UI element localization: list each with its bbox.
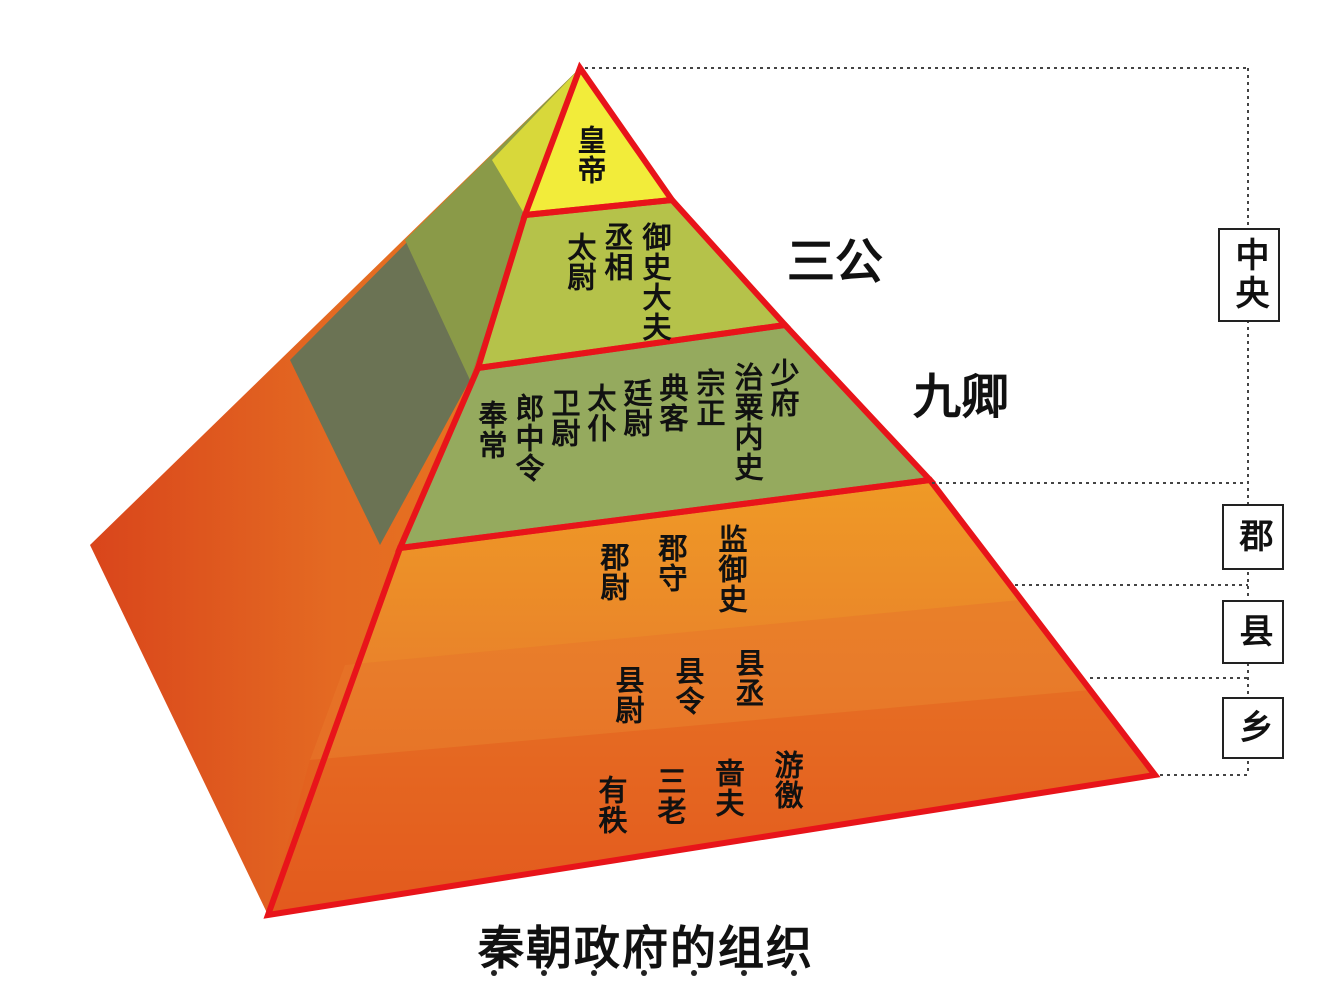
office-xiancheng: 县丞	[731, 648, 765, 708]
label-jiu-qing: 九卿	[913, 369, 1010, 425]
office-xianling: 县令	[671, 656, 705, 716]
office-taiwei: 太尉	[563, 232, 597, 292]
office-xianwei: 县尉	[611, 665, 645, 725]
level-box-county: 县	[1222, 600, 1284, 664]
office-tingwei: 廷尉	[619, 378, 653, 438]
office-emperor: 皇帝	[573, 125, 607, 185]
level-commandery-label: 郡	[1233, 518, 1273, 556]
tier-outlines	[263, 61, 1161, 919]
level-box-central: 中央	[1218, 228, 1280, 322]
office-langzhongling: 郎中令	[511, 393, 545, 483]
office-taipu: 太仆	[583, 383, 617, 443]
level-box-commandery: 郡	[1222, 504, 1284, 570]
tier-township-band	[268, 690, 1155, 915]
office-junshou: 郡守	[654, 533, 688, 593]
label-san-gong: 三公	[787, 234, 884, 290]
tier-nine-ministers	[400, 325, 930, 548]
title-emphasis-dots	[491, 970, 797, 976]
office-sefu: 啬夫	[711, 758, 745, 818]
diagram-title: 秦朝政府的组织	[478, 921, 814, 975]
level-central-label: 中央	[1229, 237, 1269, 313]
office-fengchang: 奉常	[474, 400, 508, 460]
left-face-band-yellow	[492, 68, 580, 215]
office-chengxiang: 丞相	[600, 222, 634, 282]
office-weiwei: 卫尉	[547, 388, 581, 448]
office-junwei: 郡尉	[596, 542, 630, 602]
level-township-label: 乡	[1233, 709, 1273, 747]
office-sanlao: 三老	[653, 766, 687, 826]
tier-emperor	[525, 68, 672, 215]
office-youjiao: 游徼	[770, 750, 804, 810]
office-shaofu: 少府	[766, 358, 800, 418]
office-zhisuneishi: 治粟内史	[730, 362, 764, 482]
office-yushidafu: 御史大夫	[638, 222, 672, 342]
office-youzhi: 有秩	[594, 775, 628, 835]
level-box-township: 乡	[1222, 697, 1284, 759]
office-dianke: 典客	[655, 373, 689, 433]
office-jianyushi: 监御史	[714, 524, 748, 614]
tier-county-band	[310, 600, 1090, 760]
office-zongzheng: 宗正	[692, 368, 726, 428]
level-county-label: 县	[1233, 613, 1273, 651]
